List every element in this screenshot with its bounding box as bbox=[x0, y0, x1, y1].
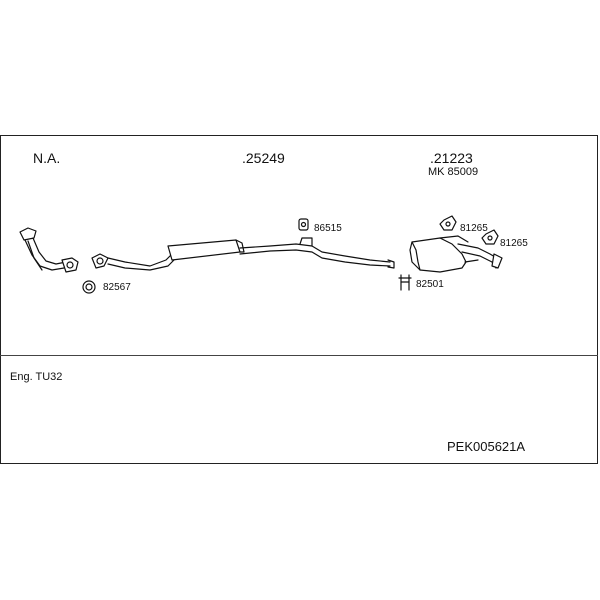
section-divider bbox=[0, 355, 598, 356]
rubber-mount-number-2: 81265 bbox=[460, 223, 488, 234]
rubber-mount-icon bbox=[298, 218, 309, 231]
rubber-mount-icon-2 bbox=[439, 215, 457, 231]
clamp-icon bbox=[398, 274, 412, 291]
rubber-mount-number: 86515 bbox=[314, 223, 342, 234]
diagram-frame bbox=[0, 135, 598, 464]
gasket-front-number: 82567 bbox=[103, 282, 131, 293]
clamp-number: 82501 bbox=[416, 279, 444, 290]
rubber-mount-icon-3 bbox=[481, 229, 499, 245]
center-pipe-part-number: .25249 bbox=[242, 150, 285, 166]
front-downpipe bbox=[19, 227, 79, 273]
na-label: N.A. bbox=[33, 150, 61, 166]
rear-silencer-part-number: .21223 bbox=[430, 150, 473, 166]
gasket-front-icon bbox=[82, 280, 96, 294]
center-pipe-with-silencer bbox=[91, 237, 395, 271]
rear-silencer bbox=[409, 235, 503, 273]
mounting-kit-number: MK 85009 bbox=[428, 166, 479, 178]
kit-code: PEK005621A bbox=[447, 439, 526, 454]
engine-label: Eng. TU32 bbox=[10, 371, 63, 383]
rubber-mount-number-3: 81265 bbox=[500, 238, 528, 249]
